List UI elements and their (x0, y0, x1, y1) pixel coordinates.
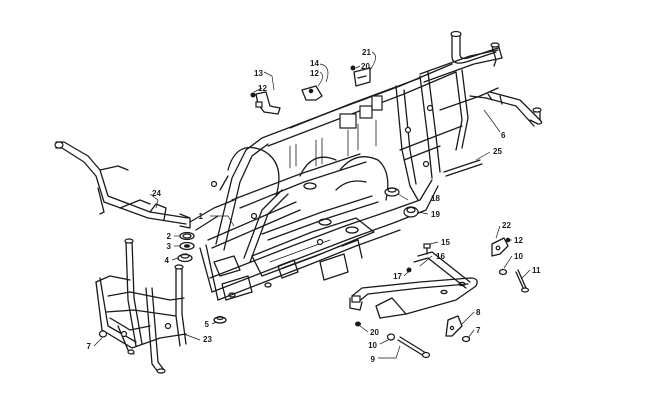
leader-lines (93, 51, 531, 359)
callout-label: 9 (371, 355, 376, 364)
callout-label: 10 (514, 252, 523, 261)
callout-label: 10 (368, 341, 377, 350)
callout-label: 21 (362, 48, 371, 57)
callout-label: 3 (167, 242, 172, 251)
callout-label: 15 (441, 238, 450, 247)
callout-label: 7 (87, 342, 92, 351)
callout-label: 12 (310, 69, 319, 78)
callout-label: 23 (203, 335, 212, 344)
callout-label: 24 (152, 189, 161, 198)
callout-labels: 1 2 3 4 5 6 7 7 8 9 10 10 11 12 12 12 13… (87, 48, 541, 364)
callout-label: 20 (370, 328, 379, 337)
callout-label: 12 (514, 236, 523, 245)
front-upper-tube (54, 141, 191, 229)
footrest-bracket (349, 251, 478, 319)
callout-label: 7 (476, 326, 481, 335)
callout-label: 6 (501, 131, 506, 140)
callout-label: 20 (361, 62, 370, 71)
main-frame (189, 49, 503, 301)
rear-rack-tube (450, 30, 543, 127)
callout-label: 13 (254, 69, 263, 78)
small-parts (98, 65, 530, 359)
callout-label: 2 (167, 232, 172, 241)
front-bumper (95, 238, 187, 374)
callout-label: 17 (393, 272, 402, 281)
callout-label: 14 (310, 59, 319, 68)
callout-label: 22 (502, 221, 511, 230)
callout-label: 11 (532, 266, 541, 275)
callout-label: 12 (258, 84, 267, 93)
callout-label: 5 (205, 320, 210, 329)
callout-label: 1 (199, 212, 204, 221)
callout-label: 16 (436, 252, 445, 261)
callout-label: 4 (165, 256, 170, 265)
callout-label: 8 (476, 308, 481, 317)
callout-label: 25 (493, 147, 502, 156)
callout-label: 18 (431, 194, 440, 203)
callout-label: 19 (431, 210, 440, 219)
